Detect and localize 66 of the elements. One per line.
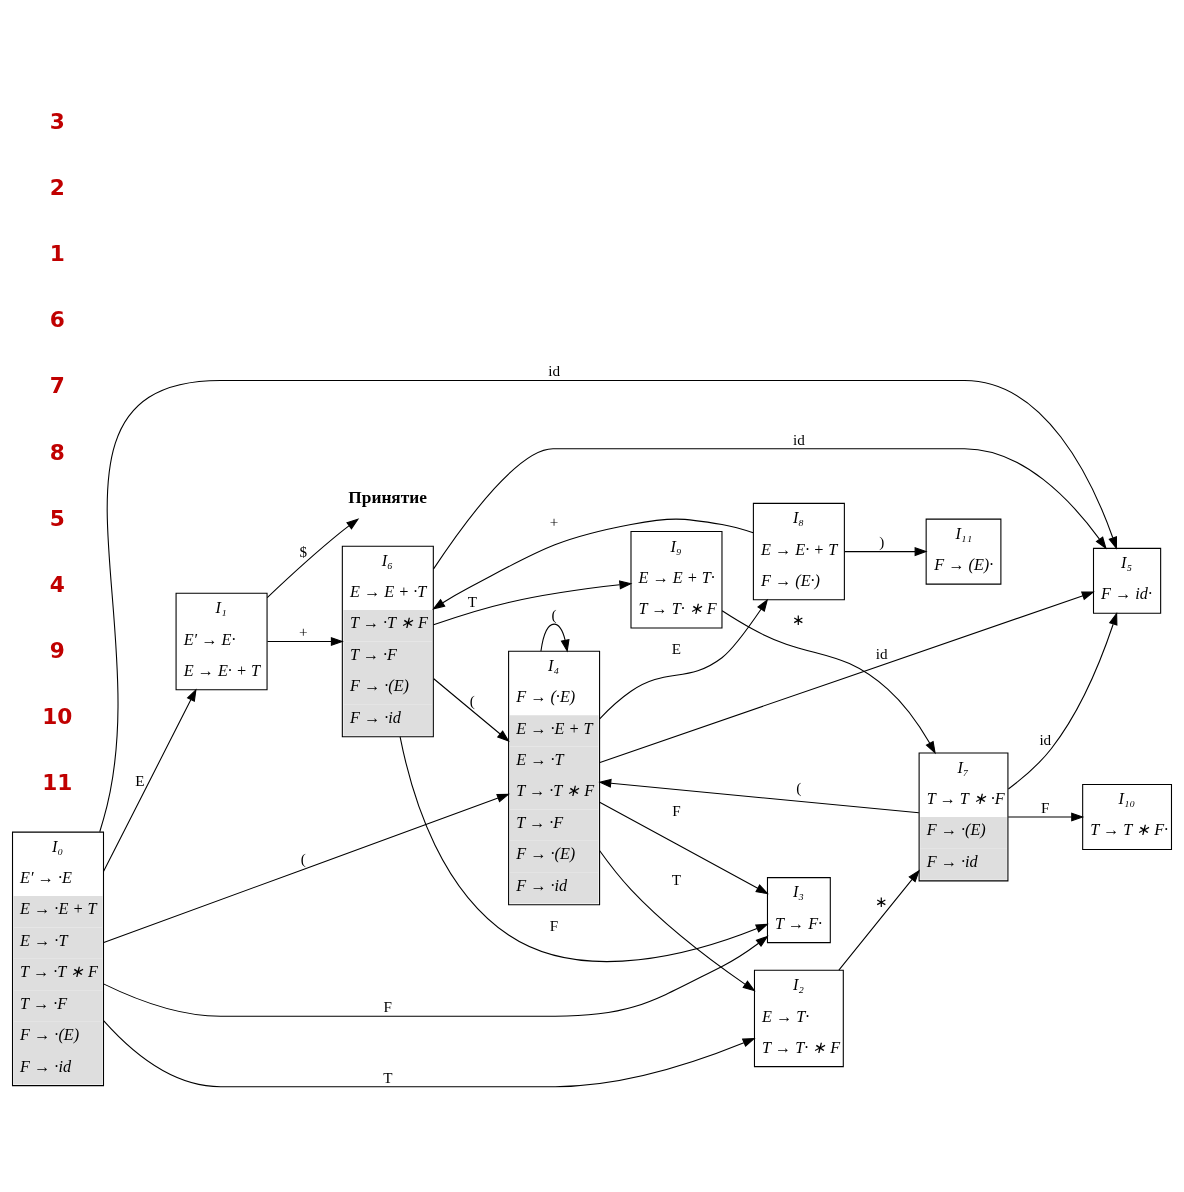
label: 6	[49, 307, 65, 333]
arrow	[598, 778, 920, 814]
arrow	[102, 935, 769, 1017]
edge-label: +	[549, 512, 559, 530]
edge-label: ∗	[792, 611, 806, 629]
arrow	[599, 591, 1095, 764]
edge-label: (	[551, 606, 557, 624]
node-text: Принятие	[348, 487, 427, 507]
node-box: I₈ E → E· + T F → (E·)	[752, 502, 845, 601]
edge-label: ∗	[875, 893, 889, 911]
label: 1	[49, 241, 65, 267]
edge-label: $	[299, 543, 308, 561]
edge-label: E	[135, 771, 145, 789]
arrow	[103, 793, 510, 944]
edge-label: id	[875, 645, 888, 663]
arrow	[103, 1020, 756, 1088]
edge-label: T	[383, 1068, 393, 1086]
arrow	[844, 547, 928, 557]
edge-label: (	[796, 779, 802, 797]
arrow	[433, 678, 510, 742]
edge-label: F	[549, 916, 559, 934]
edge-label: F	[672, 802, 681, 820]
edge-label: (	[469, 691, 475, 709]
edge-label: T	[467, 593, 477, 611]
label: 11	[42, 769, 73, 795]
arrow	[721, 610, 936, 755]
node-box: I₁ E′ → E· E → E· + T	[175, 592, 268, 691]
edge-label: id	[1039, 730, 1052, 748]
label: 9	[49, 637, 65, 663]
label: 10	[42, 703, 73, 729]
arrow	[1007, 812, 1085, 822]
label: 2	[49, 175, 65, 201]
edge-label: )	[879, 533, 885, 551]
edge-label: id	[548, 362, 560, 380]
node-box: I₉ E → E + T· T → T· ∗ F	[630, 531, 723, 629]
label: 4	[49, 571, 65, 597]
node-box: I₃ T → F·	[766, 877, 831, 944]
arrow	[99, 379, 1117, 833]
arrow	[599, 850, 756, 992]
edge-label: F	[1041, 798, 1050, 816]
arrow	[1007, 612, 1118, 790]
arrow	[399, 736, 769, 962]
label: 8	[49, 439, 65, 465]
node-box: I₅ F → id·	[1092, 547, 1162, 614]
arrow	[266, 518, 360, 599]
arrow	[838, 869, 920, 971]
arrow	[266, 636, 344, 647]
label: 5	[49, 505, 65, 531]
edge-label: (	[300, 849, 306, 867]
node-box: I₂ E → T· T → T· ∗ F	[753, 969, 844, 1068]
edge-label: T	[671, 871, 682, 889]
edge-label: F	[383, 998, 393, 1016]
edge-label: E	[671, 639, 682, 657]
arrow	[103, 688, 197, 872]
arrow	[432, 518, 754, 610]
arrow	[540, 623, 570, 653]
node-box: I₁₁ F → (E)·	[925, 518, 1002, 585]
edge-label: +	[299, 623, 308, 641]
node-box: I₁₀ T → T ∗ F·	[1082, 783, 1173, 850]
arrow	[599, 801, 769, 895]
edge-label: id	[792, 430, 805, 448]
arrow	[432, 448, 1107, 570]
label: 3	[49, 109, 65, 135]
arrow	[433, 580, 633, 626]
label: 7	[49, 373, 65, 399]
arrow	[599, 598, 769, 720]
